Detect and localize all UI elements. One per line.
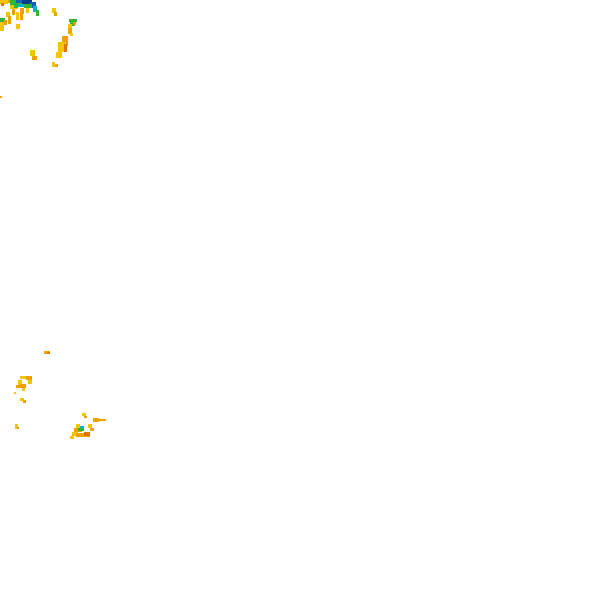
echo-cell-heavy (1, 3, 4, 6)
echo-cell-light (0, 0, 8, 4)
echo-cell-light (15, 424, 18, 429)
echo-cell-moderate (84, 416, 87, 418)
echo-cell-moderate (73, 22, 76, 25)
echo-cell-light (20, 398, 24, 401)
echo-cell-light (76, 424, 80, 428)
echo-cell-green (70, 22, 75, 26)
echo-cell-light (88, 424, 92, 428)
echo-cell-moderate (4, 20, 7, 25)
echo-cell-light (68, 24, 72, 28)
echo-cell-light (28, 380, 32, 384)
echo-cell-blue (30, 2, 36, 8)
echo-cell-moderate (54, 12, 57, 16)
echo-cell-light (72, 432, 78, 436)
echo-cluster-upper (0, 8, 77, 98)
echo-cell-light (82, 413, 86, 416)
echo-cell-moderate (17, 427, 19, 429)
echo-cell-moderate (23, 400, 26, 403)
echo-cell-light (30, 50, 35, 56)
precipitation-echo-layer (0, 0, 106, 439)
echo-cluster-top-left (0, 0, 39, 31)
echo-cell-moderate (55, 64, 58, 67)
echo-cell-moderate (20, 384, 26, 388)
echo-cell-light (6, 12, 10, 17)
echo-cell-light (16, 24, 20, 29)
echo-cell-heavy (84, 432, 90, 436)
echo-cluster-lower (70, 413, 106, 439)
echo-cell-moderate (8, 16, 11, 24)
echo-cell-moderate (16, 385, 20, 388)
echo-cell-light (52, 62, 55, 67)
echo-cell-moderate (0, 96, 2, 98)
echo-cell-light (22, 388, 25, 391)
echo-cell-moderate (68, 28, 72, 34)
echo-cell-moderate (26, 376, 32, 380)
echo-cell-heavy (64, 44, 67, 52)
echo-cell-light (14, 392, 16, 394)
echo-cell-green (69, 19, 77, 22)
echo-cell-light (58, 42, 66, 52)
echo-cell-light (70, 436, 74, 439)
echo-cell-moderate (93, 418, 99, 422)
echo-cell-light (18, 380, 22, 386)
echo-cell-green (78, 428, 84, 431)
echo-cell-light (16, 12, 19, 20)
echo-cell-light (70, 33, 73, 36)
echo-cell-light (56, 52, 62, 58)
echo-cell-blue (16, 0, 24, 3)
echo-cell-dark_blue (22, 0, 32, 5)
echo-cell-cyan (80, 426, 84, 428)
echo-cell-heavy (47, 352, 50, 354)
echo-cell-moderate (12, 9, 15, 15)
echo-cell-cyan (18, 4, 28, 7)
echo-cell-green (14, 5, 18, 8)
echo-cell-moderate (20, 14, 23, 20)
echo-cell-green (0, 18, 5, 22)
echo-cell-moderate (32, 56, 37, 60)
echo-cell-moderate (90, 428, 94, 431)
echo-cell-green (36, 10, 39, 16)
echo-cell-light (52, 8, 56, 13)
echo-cell-green (24, 4, 32, 8)
echo-cell-light (26, 8, 29, 13)
echo-cell-light (0, 22, 4, 31)
echo-cell-moderate (98, 419, 106, 421)
echo-cell-cyan (33, 6, 37, 12)
echo-cluster-lower-left (14, 351, 50, 429)
echo-cell-moderate (76, 433, 90, 437)
echo-cell-moderate (62, 36, 68, 46)
echo-cell-light (20, 376, 26, 379)
echo-cell-moderate (20, 8, 24, 14)
